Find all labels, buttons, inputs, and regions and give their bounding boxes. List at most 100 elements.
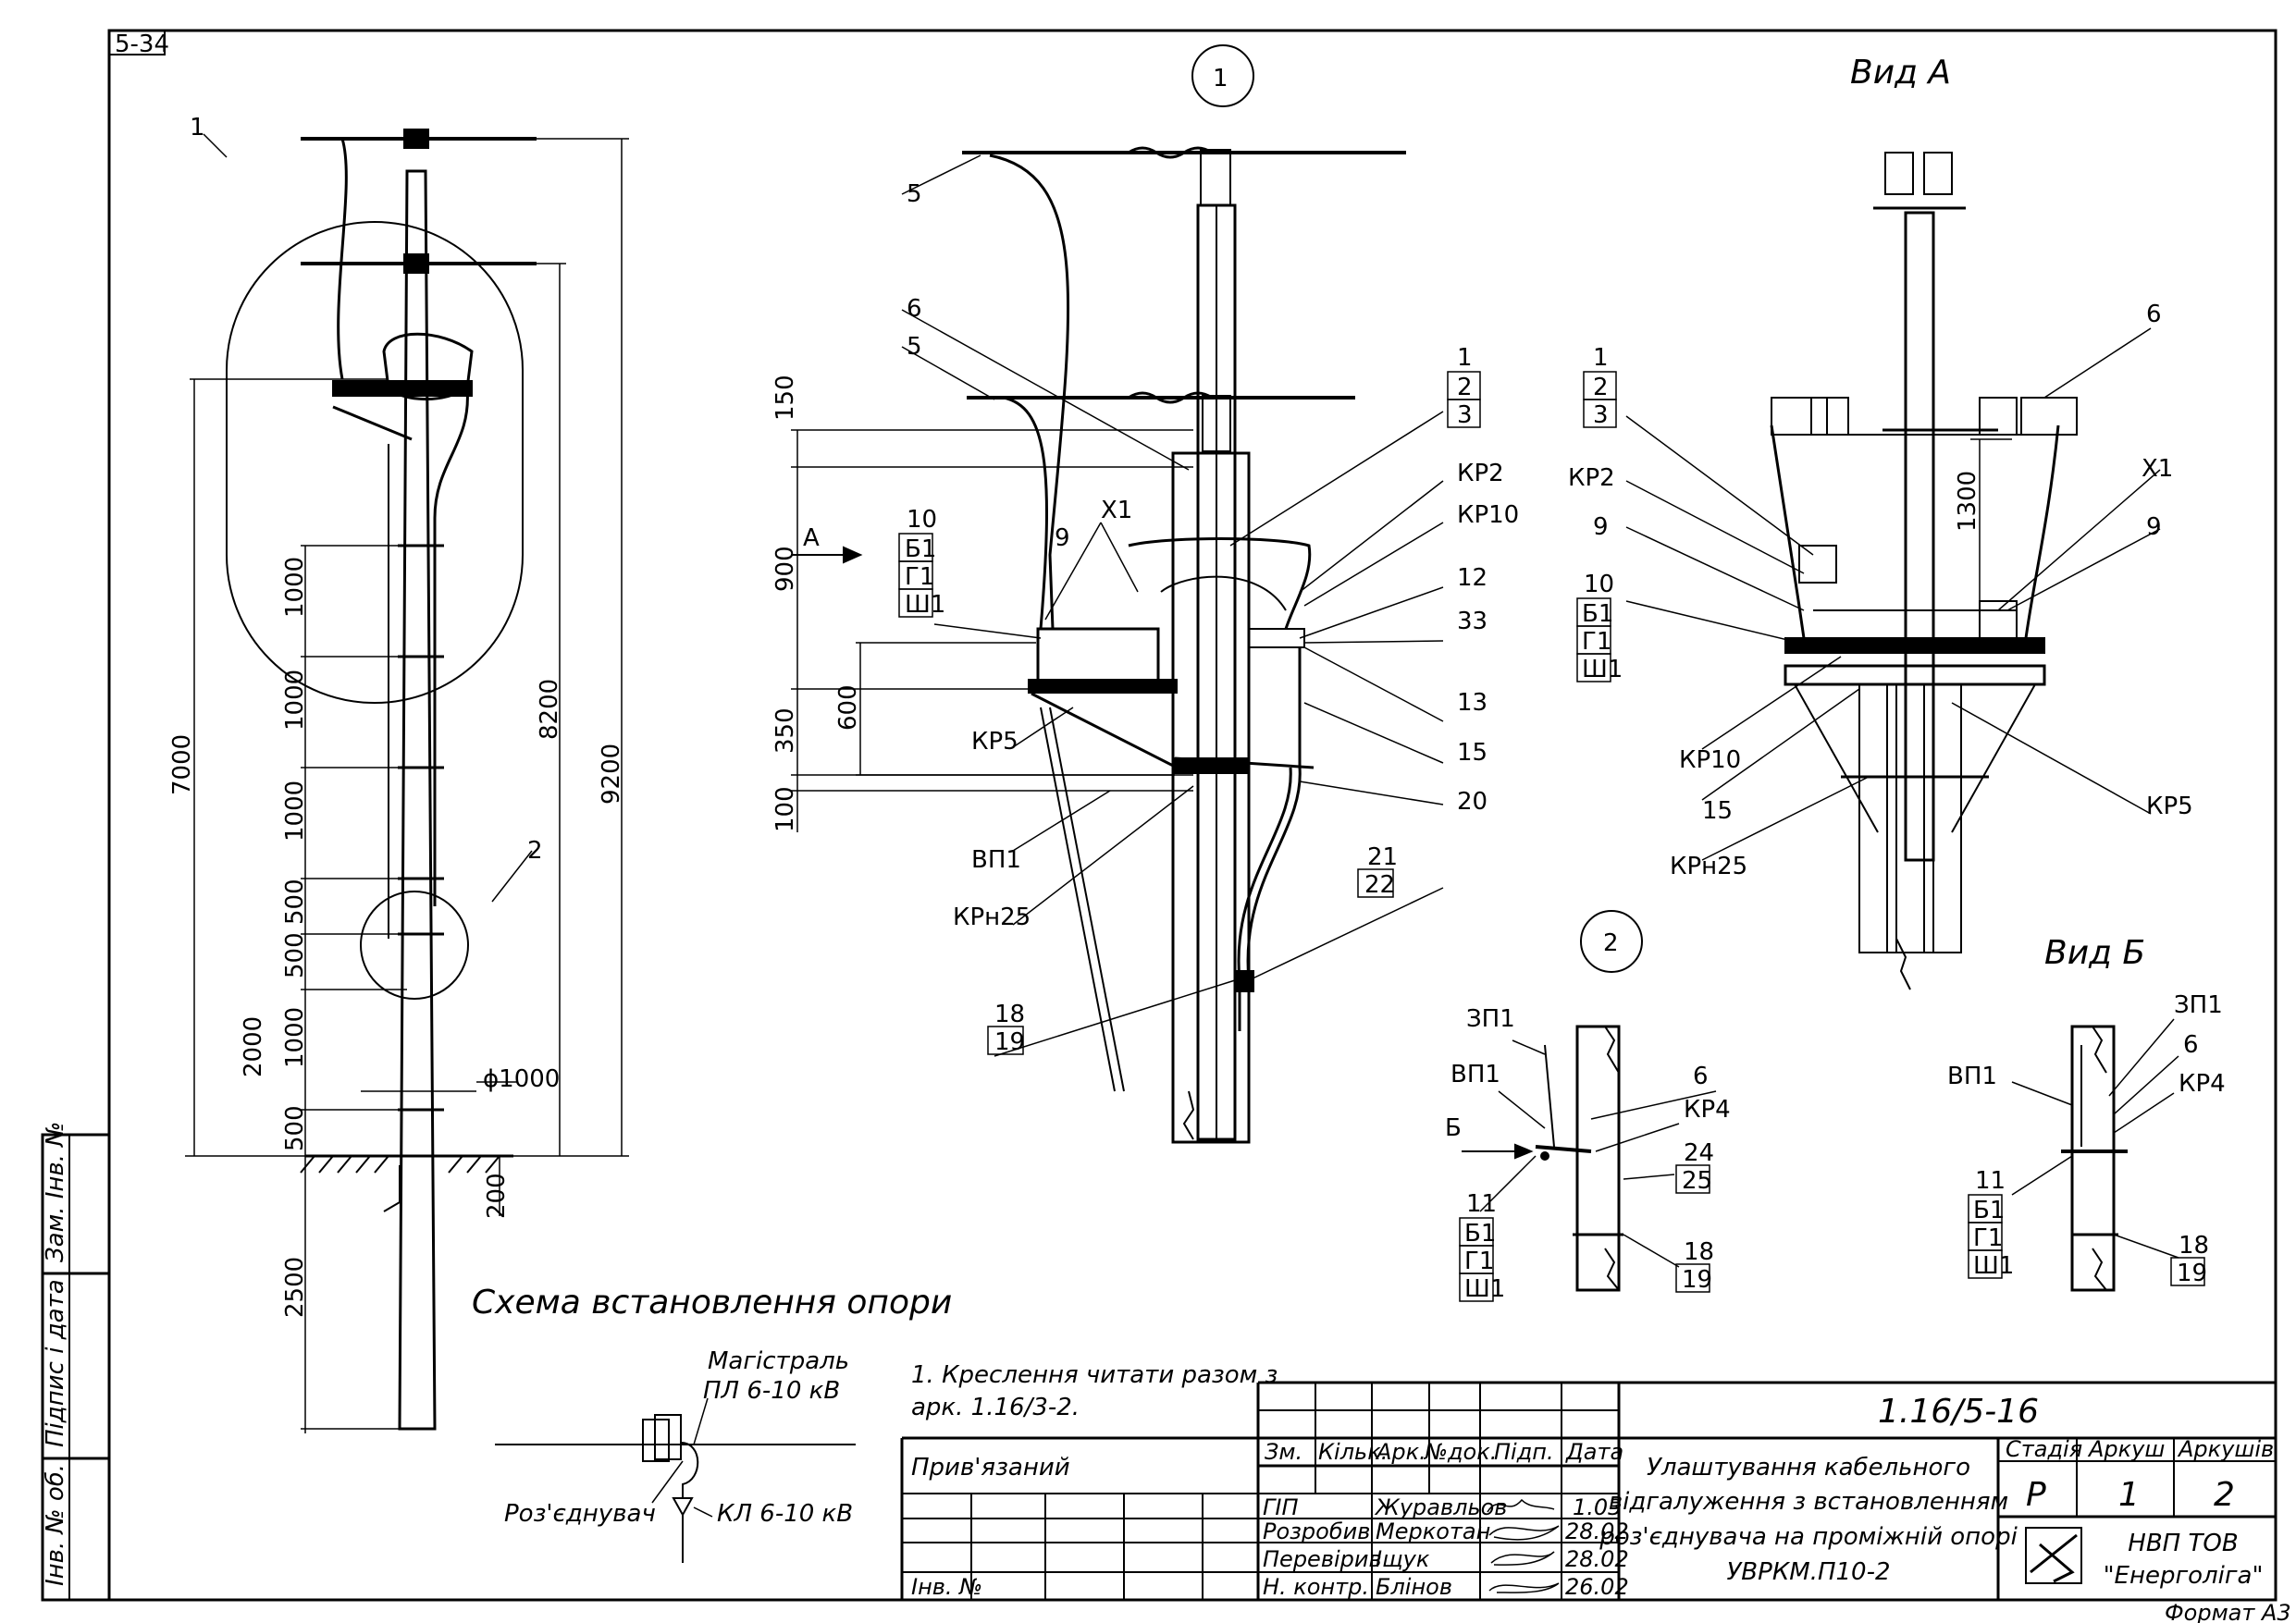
drawing-code: 1.16/5-16	[1878, 1393, 2039, 1431]
stage-value: Р	[2026, 1476, 2046, 1514]
callout-6: 6	[907, 295, 922, 323]
note-line-1: 1. Креслення читати разом з	[911, 1361, 1278, 1389]
callout-kr2: КР2	[1457, 460, 1504, 487]
callout-x1: Х1	[1101, 497, 1132, 524]
v-callout-vp1: ВП1	[1947, 1063, 1997, 1090]
callout-10: 10	[907, 506, 937, 534]
dim-1000-a: 1000	[281, 557, 309, 618]
a-callout-g1: Г1	[1582, 628, 1611, 656]
dim-500-a: 500	[281, 879, 309, 925]
sheets-value: 2	[2214, 1476, 2235, 1514]
dim-200: 200	[483, 1173, 511, 1219]
callout-20: 20	[1457, 788, 1487, 816]
a-callout-3: 3	[1593, 401, 1609, 429]
a-callout-9r: 9	[2146, 513, 2162, 541]
stage-label: Стадія	[2006, 1436, 2082, 1462]
circle-1-label: 1	[1213, 65, 1228, 92]
hdr-ark: Арк.	[1375, 1439, 1426, 1465]
a-callout-b1: Б1	[1582, 600, 1613, 628]
b-callout-24: 24	[1684, 1139, 1714, 1167]
dim-1300: 1300	[1954, 471, 1981, 532]
date-pereviryv: 28.02	[1565, 1546, 1629, 1572]
callout-1: 1	[1457, 344, 1473, 372]
callout-5a: 5	[907, 180, 922, 208]
a-callout-10: 10	[1584, 571, 1614, 598]
callout-3: 3	[1457, 401, 1473, 429]
a-callout-kr2: КР2	[1568, 464, 1615, 492]
note-line-2: арк. 1.16/3-2.	[911, 1394, 1080, 1421]
scheme-main-line-1: Магістраль	[708, 1347, 849, 1375]
v-callout-g1: Г1	[1973, 1224, 2003, 1252]
dim-100: 100	[772, 786, 799, 832]
hdr-data: Дата	[1565, 1439, 1623, 1465]
dim-diameter: ϕ1000	[483, 1065, 560, 1093]
stamp-pidpys: Підпис і дата	[42, 1279, 69, 1447]
role-gip: ГІП	[1263, 1494, 1299, 1520]
title-line-4: УВРКМ.П10-2	[1726, 1558, 1890, 1586]
callout-kr5: КР5	[971, 728, 1018, 756]
callout-12: 12	[1457, 564, 1487, 592]
b-callout-11: 11	[1466, 1190, 1497, 1218]
dim-500-c: 500	[281, 1105, 309, 1151]
dim-7000: 7000	[168, 734, 196, 795]
view-a-labels: Вид А 1300 6 1 2 3 КР2 9 Х1 9 10 Б1 Г1 Ш…	[1568, 54, 2193, 880]
role-pereviryv: Перевірив	[1263, 1546, 1382, 1572]
name-ishchuk: Іщук	[1376, 1546, 1430, 1572]
pole-dimension-labels: 1000 1000 1000 500 500 1000 500 2000 700…	[168, 114, 625, 1318]
a-callout-15: 15	[1702, 797, 1733, 825]
view-a	[1625, 152, 2161, 990]
dim-1000-b: 1000	[281, 670, 309, 731]
b-callout-25: 25	[1682, 1167, 1712, 1195]
format-label: Формат А3	[2165, 1600, 2291, 1623]
dim-600: 600	[834, 684, 862, 731]
v-callout-11: 11	[1975, 1167, 2006, 1195]
callout-9: 9	[1055, 524, 1070, 552]
a-callout-kr10: КР10	[1679, 746, 1741, 774]
a-callout-kr5: КР5	[2146, 793, 2193, 820]
circle-2-label: 2	[1603, 929, 1619, 957]
callout-kr10: КР10	[1457, 501, 1519, 529]
title-block	[900, 1381, 2276, 1600]
view-b	[2011, 1018, 2179, 1292]
arrow-b-label: Б	[1445, 1114, 1462, 1142]
title-line-1: Улаштування кабельного	[1647, 1454, 1970, 1482]
b-callout-g1: Г1	[1464, 1248, 1494, 1275]
pole-elevation	[185, 129, 629, 1433]
title-line-2: відгалуження з встановленням	[1609, 1488, 2008, 1516]
b-callout-b1: Б1	[1464, 1220, 1496, 1248]
callout-krn25: КРн25	[953, 904, 1031, 931]
view-b-labels: Вид Б ЗП1 6 КР4 ВП1 11 Б1 Г1 Ш1 18 19	[1947, 934, 2226, 1287]
b-callout-zp1: ЗП1	[1466, 1005, 1515, 1033]
detail-1	[791, 44, 1444, 1144]
date-gip: 1.03	[1573, 1494, 1622, 1520]
b-callout-kr4: КР4	[1684, 1096, 1731, 1124]
sheet-value: 1	[2118, 1476, 2140, 1514]
callout-5b: 5	[907, 333, 922, 361]
title-block-text: 1.16/5-16 Прив'язаний Інв. № Зм. Кільк. …	[911, 1393, 2274, 1600]
installation-scheme	[495, 1397, 856, 1563]
hdr-dok: №док.	[1423, 1439, 1497, 1465]
a-callout-x1: Х1	[2142, 455, 2173, 483]
dim-8200: 8200	[536, 679, 563, 740]
arrow-a-label: А	[803, 524, 820, 552]
name-merkotan: Меркотан	[1376, 1518, 1490, 1544]
date-rozrobyv: 28.02	[1565, 1518, 1629, 1544]
v-callout-kr4: КР4	[2179, 1070, 2226, 1098]
stamp-inv: Інв. № об.	[42, 1464, 69, 1586]
callout-18: 18	[994, 1001, 1025, 1028]
callout-19: 19	[994, 1028, 1025, 1056]
dim-150: 150	[772, 375, 799, 421]
name-blinov: Блінов	[1376, 1574, 1452, 1600]
sheet-tag: 5-34	[115, 31, 169, 58]
callout-vp1: ВП1	[971, 846, 1021, 874]
v-callout-6: 6	[2183, 1031, 2199, 1059]
inv-no: Інв. №	[911, 1574, 982, 1600]
v-callout-zp1: ЗП1	[2174, 991, 2223, 1019]
dim-900: 900	[772, 546, 799, 592]
detail-1-labels: 1 150 900 600 350 100 А 5 6 5 1 2 3 КР2 …	[772, 65, 1519, 1056]
scheme-cable-line: КЛ 6-10 кВ	[717, 1500, 853, 1528]
dim-2500: 2500	[281, 1257, 309, 1318]
dim-2000: 2000	[240, 1016, 267, 1077]
a-callout-krn25: КРн25	[1670, 853, 1747, 880]
callout-b1: Б1	[905, 535, 936, 563]
